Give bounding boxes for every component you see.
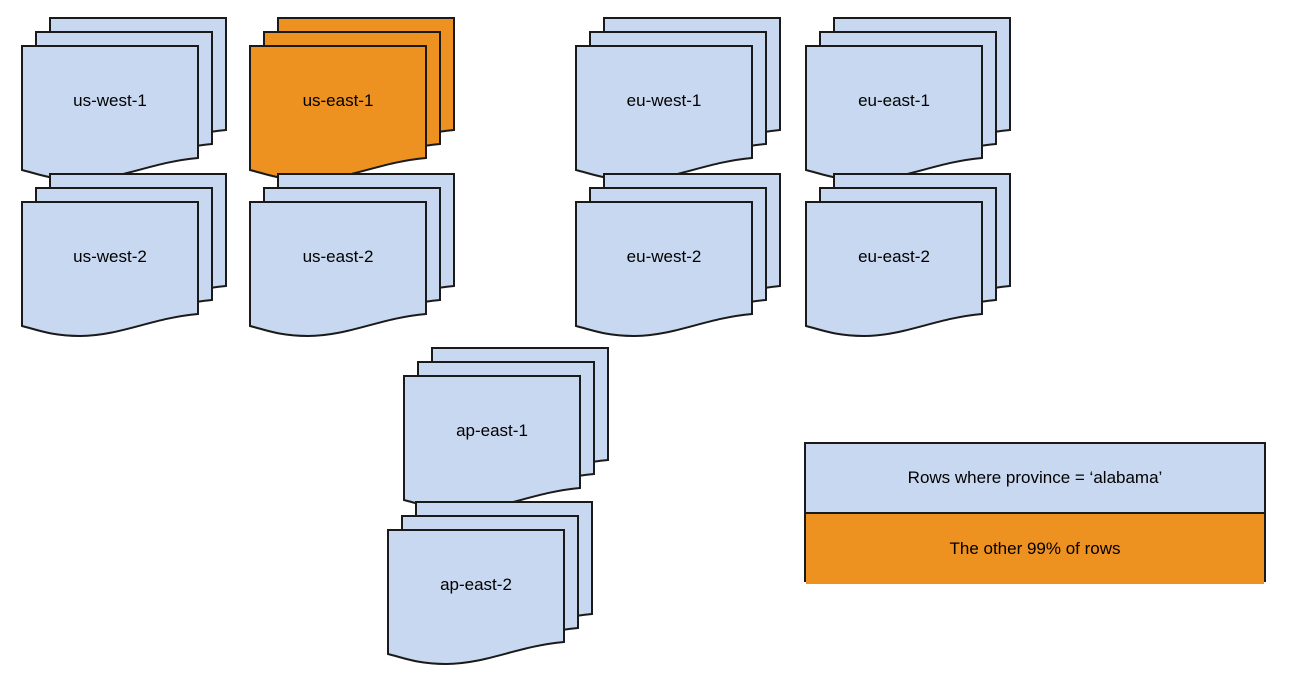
document-stack-graphic [575,17,781,182]
document-sheet-front [21,201,199,338]
document-sheet-front [805,201,983,338]
document-sheet-front [387,529,565,666]
legend-label-orange: The other 99% of rows [949,539,1121,558]
legend: Rows where province = ‘alabama’ The other… [804,442,1266,584]
legend-row-orange: The other 99% of rows [806,514,1264,584]
document-sheet-front [805,45,983,182]
document-sheet-front [403,375,581,512]
document-stack-us-east-2[interactable]: us-east-2 [248,172,458,340]
document-sheet-front [575,45,753,182]
document-stack-graphic [21,173,227,338]
document-sheet-front [575,201,753,338]
document-stack-graphic [805,173,1011,338]
document-stack-eu-west-1[interactable]: eu-west-1 [574,16,784,184]
document-stack-graphic [403,347,609,512]
legend-row-blue: Rows where province = ‘alabama’ [806,444,1264,514]
document-stack-eu-east-2[interactable]: eu-east-2 [804,172,1014,340]
document-stack-graphic [249,17,455,182]
document-stack-us-west-1[interactable]: us-west-1 [20,16,230,184]
document-stack-us-east-1[interactable]: us-east-1 [248,16,458,184]
document-sheet-front [249,201,427,338]
document-stack-eu-east-1[interactable]: eu-east-1 [804,16,1014,184]
document-stack-graphic [249,173,455,338]
document-stack-graphic [21,17,227,182]
document-stack-ap-east-1[interactable]: ap-east-1 [402,346,612,514]
document-stack-eu-west-2[interactable]: eu-west-2 [574,172,784,340]
legend-label-blue: Rows where province = ‘alabama’ [907,468,1163,487]
document-stack-us-west-2[interactable]: us-west-2 [20,172,230,340]
document-stack-graphic [575,173,781,338]
document-stack-graphic [805,17,1011,182]
document-stack-graphic [387,501,593,666]
document-sheet-front [249,45,427,182]
document-stack-ap-east-2[interactable]: ap-east-2 [386,500,596,668]
document-sheet-front [21,45,199,182]
